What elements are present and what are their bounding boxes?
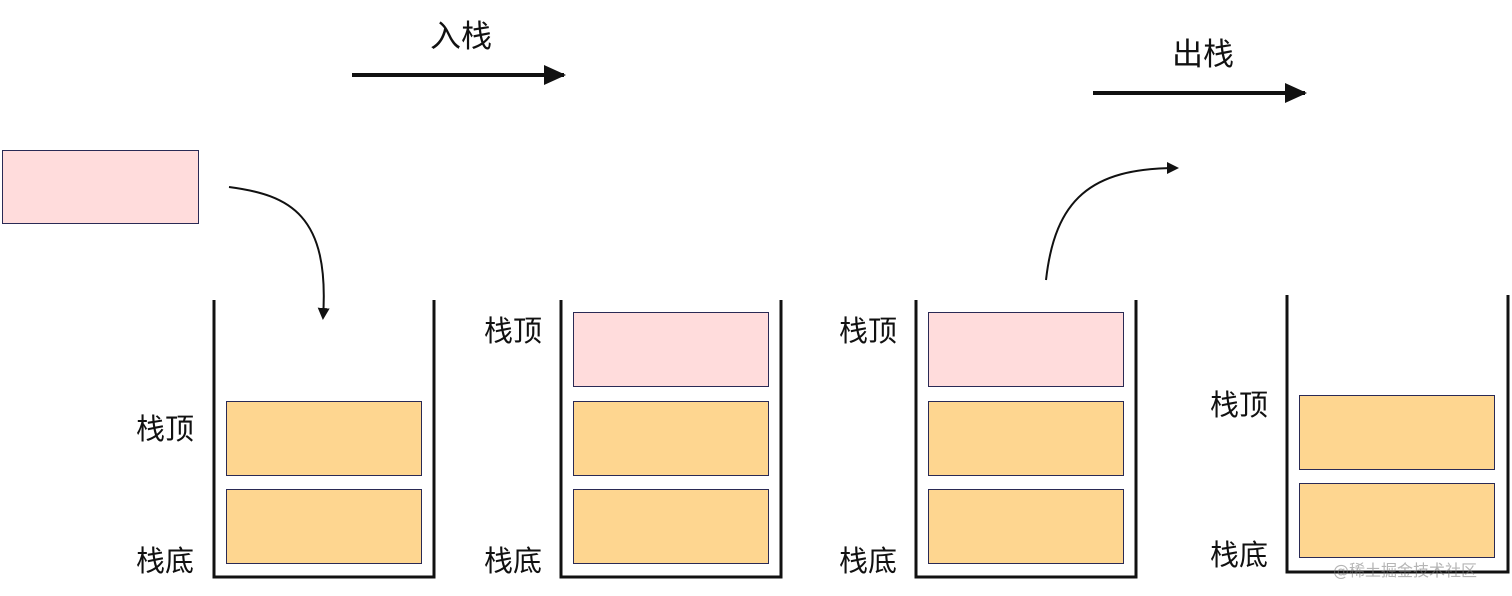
stack3-middle-element — [928, 401, 1124, 476]
incoming-element — [2, 150, 199, 224]
stack3-bottom-label: 栈底 — [839, 544, 898, 578]
stack3-bottom-element — [928, 489, 1124, 564]
watermark: @稀土掘金技术社区 — [1333, 561, 1478, 580]
stack1-bottom-label: 栈底 — [136, 544, 195, 578]
stack4-top-label: 栈顶 — [1210, 388, 1269, 422]
stack4-top-element — [1299, 395, 1495, 470]
stack3-top-element — [928, 312, 1124, 387]
stack-container-2 — [559, 300, 783, 579]
stack-container-3 — [914, 300, 1138, 579]
stack1-top-element — [226, 401, 422, 476]
stack-container-1 — [212, 300, 436, 579]
pop-title: 出栈 — [1172, 37, 1234, 73]
pop-curve-arrow — [1045, 162, 1179, 281]
stack2-pushed-element — [573, 312, 769, 387]
stack2-bottom-label: 栈底 — [484, 544, 543, 578]
push-title: 入栈 — [430, 19, 492, 55]
push-curve-arrow — [228, 186, 330, 320]
stack4-bottom-element — [1299, 483, 1495, 558]
stack3-top-label: 栈顶 — [839, 314, 898, 348]
stack2-top-label: 栈顶 — [484, 314, 543, 348]
stack2-bottom-element — [573, 489, 769, 564]
stack2-middle-element — [573, 401, 769, 476]
stack1-top-label: 栈顶 — [136, 412, 195, 446]
stack-container-4 — [1285, 295, 1510, 574]
stack1-bottom-element — [226, 489, 422, 564]
stack4-bottom-label: 栈底 — [1210, 538, 1269, 572]
